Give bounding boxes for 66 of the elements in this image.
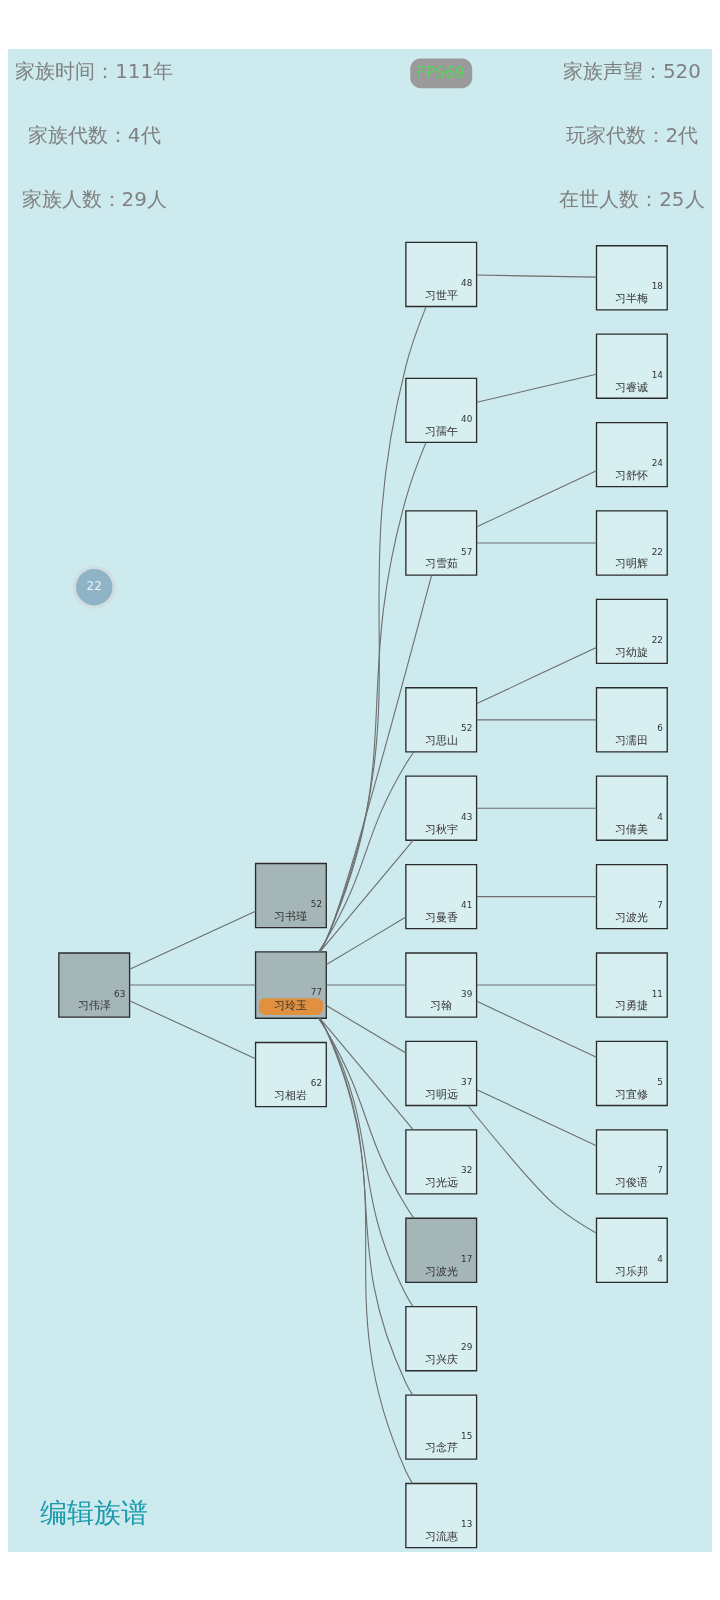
connector bbox=[319, 1017, 413, 1484]
node-box: 41 习曼香 bbox=[405, 863, 478, 929]
connector bbox=[476, 541, 597, 544]
connector bbox=[476, 895, 597, 897]
label: 家族人数：29人 bbox=[21, 187, 167, 211]
connector bbox=[129, 910, 257, 970]
connector bbox=[476, 1088, 597, 1146]
node-box: 57 习雪茹 bbox=[405, 509, 478, 576]
label: 家族时间：111年 bbox=[15, 59, 174, 83]
connector bbox=[319, 305, 427, 952]
node-box: 5 习宜修 bbox=[595, 1040, 668, 1106]
node-box: 15 习念芹 bbox=[405, 1393, 478, 1460]
connector bbox=[319, 441, 427, 952]
node-box: 63 习伟泽 bbox=[58, 951, 131, 1018]
label: 22 bbox=[86, 578, 102, 593]
node-box: 39 习翰 bbox=[405, 951, 478, 1018]
connector bbox=[129, 984, 257, 986]
label: 玩家代数：2代 bbox=[565, 123, 699, 147]
node-box: 52 习思山 bbox=[405, 686, 478, 753]
node-box: 29 习兴庆 bbox=[405, 1305, 478, 1371]
connector bbox=[476, 984, 597, 986]
node-box: 13 习流惠 bbox=[405, 1482, 478, 1548]
node-box: 4 习倩美 bbox=[595, 775, 668, 841]
connector bbox=[318, 1017, 414, 1307]
connector bbox=[325, 1004, 406, 1053]
label: 在世人数：25人 bbox=[559, 187, 705, 211]
label: 家族代数：4代 bbox=[27, 123, 161, 147]
node-box: 22 习明辉 bbox=[595, 509, 668, 576]
node-box: 11 习勇捷 bbox=[595, 951, 668, 1018]
node-box: 37 习明远 bbox=[405, 1040, 478, 1106]
node-box: 6 习濡田 bbox=[595, 686, 668, 753]
connector bbox=[325, 984, 406, 986]
connector bbox=[476, 373, 597, 403]
connector bbox=[319, 1017, 414, 1395]
connector bbox=[476, 718, 597, 720]
connector bbox=[325, 916, 406, 965]
node-box: 18 习半梅 bbox=[595, 244, 668, 310]
connector bbox=[318, 1017, 415, 1219]
connector bbox=[467, 1104, 597, 1233]
connector bbox=[476, 1000, 597, 1058]
node-box: 48 习世平 bbox=[405, 241, 478, 307]
connector bbox=[476, 469, 597, 527]
label: 编辑族谱 bbox=[40, 1496, 149, 1528]
node-box: 7 习俊语 bbox=[595, 1128, 668, 1195]
connector bbox=[476, 807, 597, 809]
label: 家族声望：520 bbox=[562, 59, 701, 83]
node-box: 7 习波光 bbox=[595, 863, 668, 929]
node-box: 17 习波光 bbox=[405, 1217, 478, 1283]
node-box: 22 习幼旋 bbox=[595, 598, 668, 664]
node-box: 62 习相岩 bbox=[254, 1041, 327, 1107]
node-box: 52 习书瑾 bbox=[254, 862, 327, 928]
connector bbox=[129, 999, 257, 1059]
node-box: 43 习秋宇 bbox=[405, 775, 478, 841]
node-box: 40 习孺午 bbox=[405, 377, 478, 443]
node-box: 24 习舒怀 bbox=[595, 421, 668, 487]
node-box: 32 习光远 bbox=[405, 1128, 478, 1195]
connector bbox=[318, 574, 433, 952]
connector bbox=[476, 646, 597, 704]
connector bbox=[476, 274, 597, 278]
node-box: 4 习乐邦 bbox=[595, 1217, 668, 1283]
node-box: 77 习玲玉 bbox=[254, 950, 327, 1019]
label: FPS69 bbox=[416, 63, 465, 82]
connector bbox=[319, 839, 414, 952]
connector bbox=[319, 1017, 414, 1130]
connector bbox=[318, 751, 415, 952]
node-box: 14 习睿诚 bbox=[595, 332, 668, 399]
